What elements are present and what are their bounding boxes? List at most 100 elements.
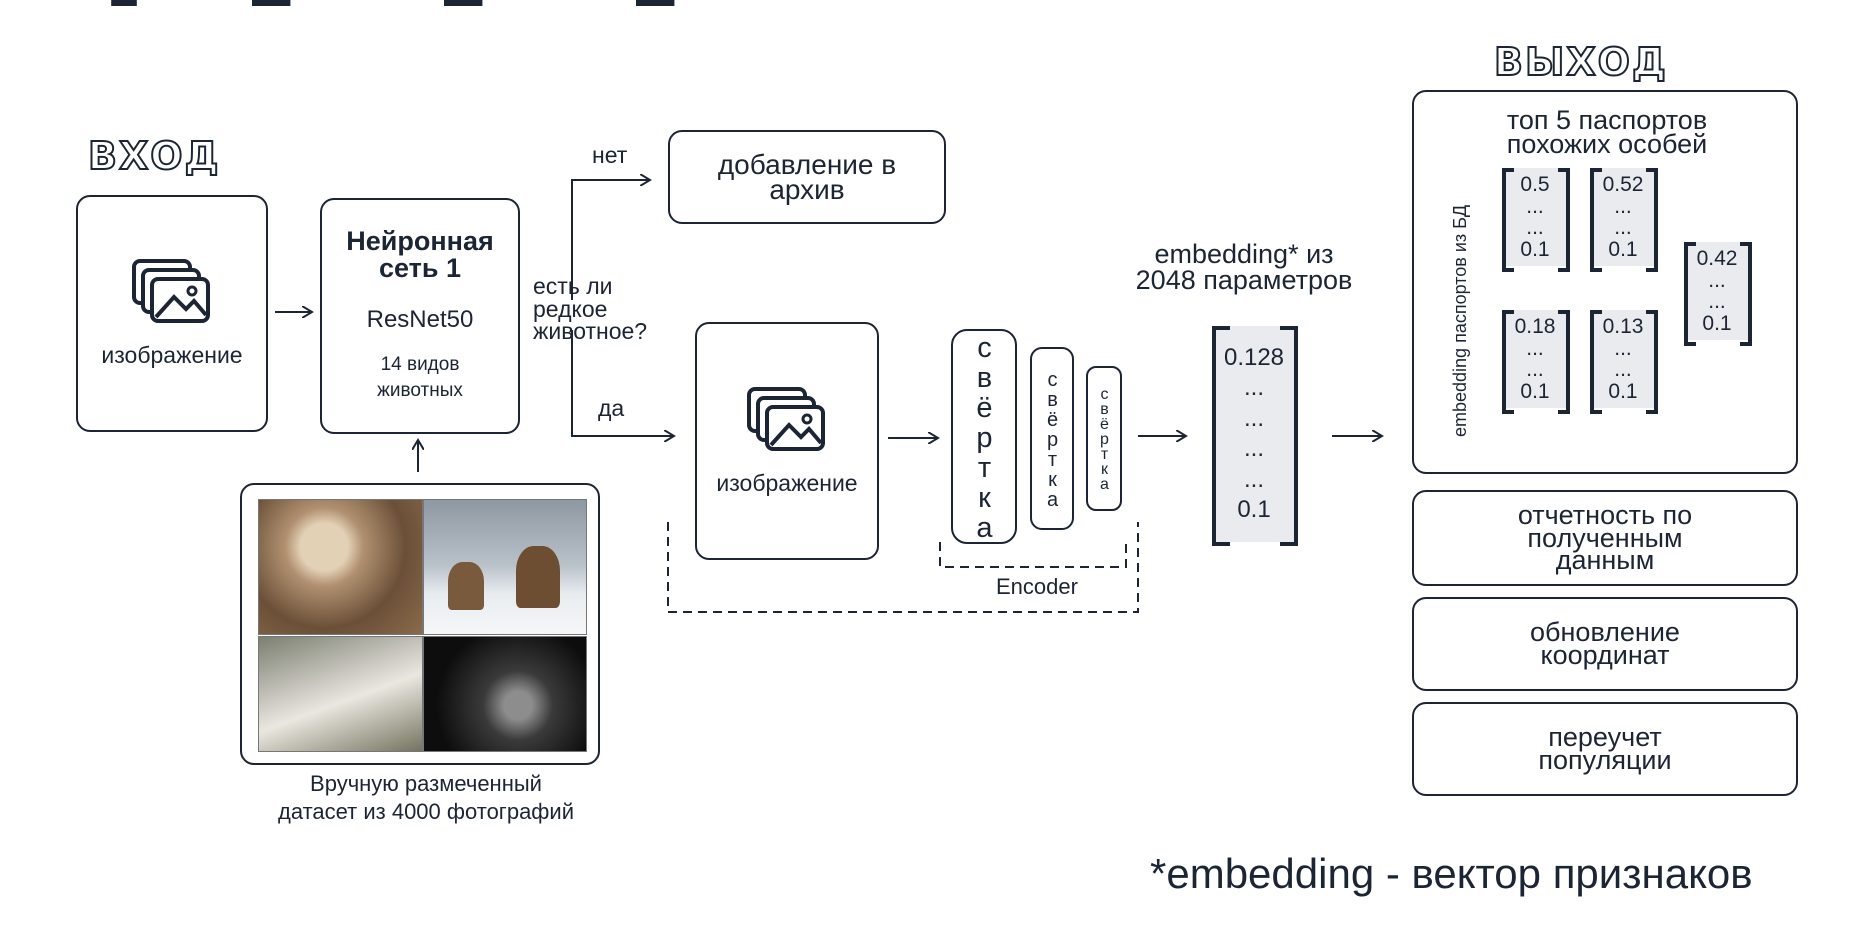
db-vector-4-bracket-right — [1646, 310, 1658, 414]
query-vector-fill — [1686, 242, 1748, 340]
db-vector-ellipsis: ... — [1614, 194, 1632, 218]
conv-layer-3-label: свёртка — [1096, 386, 1113, 491]
conv-layer-1-label: свёртка — [968, 331, 1001, 542]
report-box: отчетность по полученным данным — [1412, 490, 1798, 586]
query-vector: 0.42 ... ... 0.1 — [1686, 248, 1748, 334]
encoder-label: Encoder — [996, 574, 1078, 599]
photo-manul — [258, 499, 423, 635]
encoder-input-image-box: изображение — [695, 322, 879, 560]
db-vector-2: 0.52 ... ... 0.1 — [1592, 174, 1654, 260]
photo-snow-leopard — [258, 636, 423, 752]
recount-box: переучет популяции — [1412, 702, 1798, 796]
db-vector-1-bracket-right — [1558, 168, 1570, 272]
input-image-label: изображение — [101, 342, 243, 369]
embedding-value: ... — [1243, 404, 1264, 432]
conv-layer-3: свёртка — [1086, 366, 1122, 511]
decision-no-label: нет — [592, 142, 628, 168]
top5-title-line1: топ 5 паспортов — [1506, 105, 1708, 135]
db-vector-ellipsis: ... — [1526, 216, 1544, 240]
embedding-vector-fill — [1214, 326, 1294, 542]
nn-model: ResNet50 — [366, 306, 474, 334]
recount-label: переучет популяции — [1538, 722, 1672, 775]
db-vector-2-fill — [1592, 168, 1654, 266]
db-vector-ellipsis: ... — [1614, 216, 1632, 240]
query-vector-bracket-left — [1684, 242, 1696, 346]
input-heading: вход — [87, 133, 221, 179]
db-vector-value: 0.13 — [1602, 315, 1644, 338]
dataset-caption-line2: датасет из 4000 фотографий — [278, 798, 574, 824]
coordinates-label: обновление координат — [1530, 617, 1680, 670]
deer-silhouette-small — [448, 562, 484, 610]
conv-layer-2-label: свёртка — [1041, 368, 1064, 509]
db-vector-value: 0.18 — [1514, 315, 1556, 338]
db-vector-4: 0.13 ... ... 0.1 — [1592, 316, 1654, 402]
embedding-value: ... — [1243, 435, 1264, 463]
branch-no — [571, 180, 650, 300]
embedding-value: ... — [1243, 465, 1264, 493]
query-vector-ellipsis: ... — [1708, 290, 1726, 314]
db-vector-2-bracket-left — [1590, 168, 1602, 272]
db-vector-4-bracket-left — [1590, 310, 1602, 414]
db-vector-3: 0.18 ... ... 0.1 — [1504, 316, 1566, 402]
coordinates-box: обновление координат — [1412, 597, 1798, 691]
db-vector-4-fill — [1592, 310, 1654, 408]
db-embeddings-label: embedding паспортов из БД — [1450, 204, 1470, 438]
db-vector-3-bracket-right — [1558, 310, 1570, 414]
db-vector-3-bracket-left — [1502, 310, 1514, 414]
db-vector-ellipsis: ... — [1526, 194, 1544, 218]
db-vector-1-bracket-left — [1502, 168, 1514, 272]
archive-label: добавление в архив — [717, 148, 897, 205]
db-vector-1-fill — [1504, 168, 1566, 266]
neural-network-box: Нейронная сеть 1 ResNet50 14 видов живот… — [320, 198, 520, 434]
encoder-image-label: изображение — [716, 469, 858, 496]
query-vector-value: 0.42 — [1696, 247, 1738, 270]
embedding-vector: 0.128 ... ... ... ... 0.1 — [1214, 346, 1294, 522]
decision-yes-label: да — [598, 395, 625, 421]
nn-title: Нейронная сеть 1 — [346, 226, 494, 284]
photo-night-camera — [423, 636, 587, 752]
dataset-caption-line1: Вручную размеченный — [310, 771, 542, 796]
output-heading: выход — [1493, 39, 1668, 85]
query-vector-bracket-right — [1740, 242, 1752, 346]
photo-deer — [423, 499, 587, 635]
db-vector-ellipsis: ... — [1614, 336, 1632, 360]
report-label: отчетность по полученным данным — [1517, 499, 1693, 576]
embedding-value: 0.128 — [1223, 344, 1285, 371]
nn-classes: 14 видов животных — [377, 354, 463, 401]
deer-silhouette — [516, 546, 560, 608]
embedding-value: 0.1 — [1237, 495, 1271, 523]
db-vector-value: 0.1 — [1520, 237, 1550, 261]
embedding-bracket-right — [1280, 326, 1298, 546]
conv-dashed-bracket — [939, 542, 1127, 568]
footnote: *embedding - вектор признаков — [1150, 850, 1753, 897]
db-vector-1: 0.5 ... ... 0.1 — [1504, 174, 1566, 260]
embedding-title-line2: 2048 параметров — [1135, 264, 1353, 295]
db-vector-ellipsis: ... — [1526, 336, 1544, 360]
top5-title-line2: похожих особей — [1506, 129, 1708, 160]
dataset-caption: Вручную размеченный датасет из 4000 фото… — [240, 770, 612, 825]
db-vector-3-fill — [1504, 310, 1566, 408]
top5-box: топ 5 паспортов похожих особей embedding… — [1412, 90, 1798, 474]
query-vector-value: 0.1 — [1702, 311, 1732, 335]
db-vector-value: 0.5 — [1520, 173, 1550, 196]
images-icon — [132, 259, 210, 324]
conv-layer-1: свёртка — [951, 329, 1017, 544]
encoder-dashed-bracket — [667, 522, 1139, 613]
db-vector-ellipsis: ... — [1614, 358, 1632, 382]
db-vector-value: 0.1 — [1520, 379, 1550, 403]
embedding-value: ... — [1243, 374, 1264, 402]
top5-title: топ 5 паспортов похожих особей — [1414, 105, 1800, 160]
query-vector-ellipsis: ... — [1708, 268, 1726, 292]
conv-layer-2: свёртка — [1030, 347, 1074, 530]
dataset-box — [240, 483, 600, 765]
embedding-bracket-left — [1212, 326, 1230, 546]
db-vector-value: 0.1 — [1608, 237, 1638, 261]
input-image-box: изображение — [76, 195, 268, 432]
db-vector-2-bracket-right — [1646, 168, 1658, 272]
decision-question: есть ли редкое животное? — [533, 273, 648, 345]
archive-box: добавление в архив — [668, 130, 946, 224]
db-vector-ellipsis: ... — [1526, 358, 1544, 382]
db-vector-value: 0.1 — [1608, 379, 1638, 403]
embedding-title-line1: embedding* из — [1154, 239, 1334, 269]
branch-yes — [571, 330, 674, 436]
